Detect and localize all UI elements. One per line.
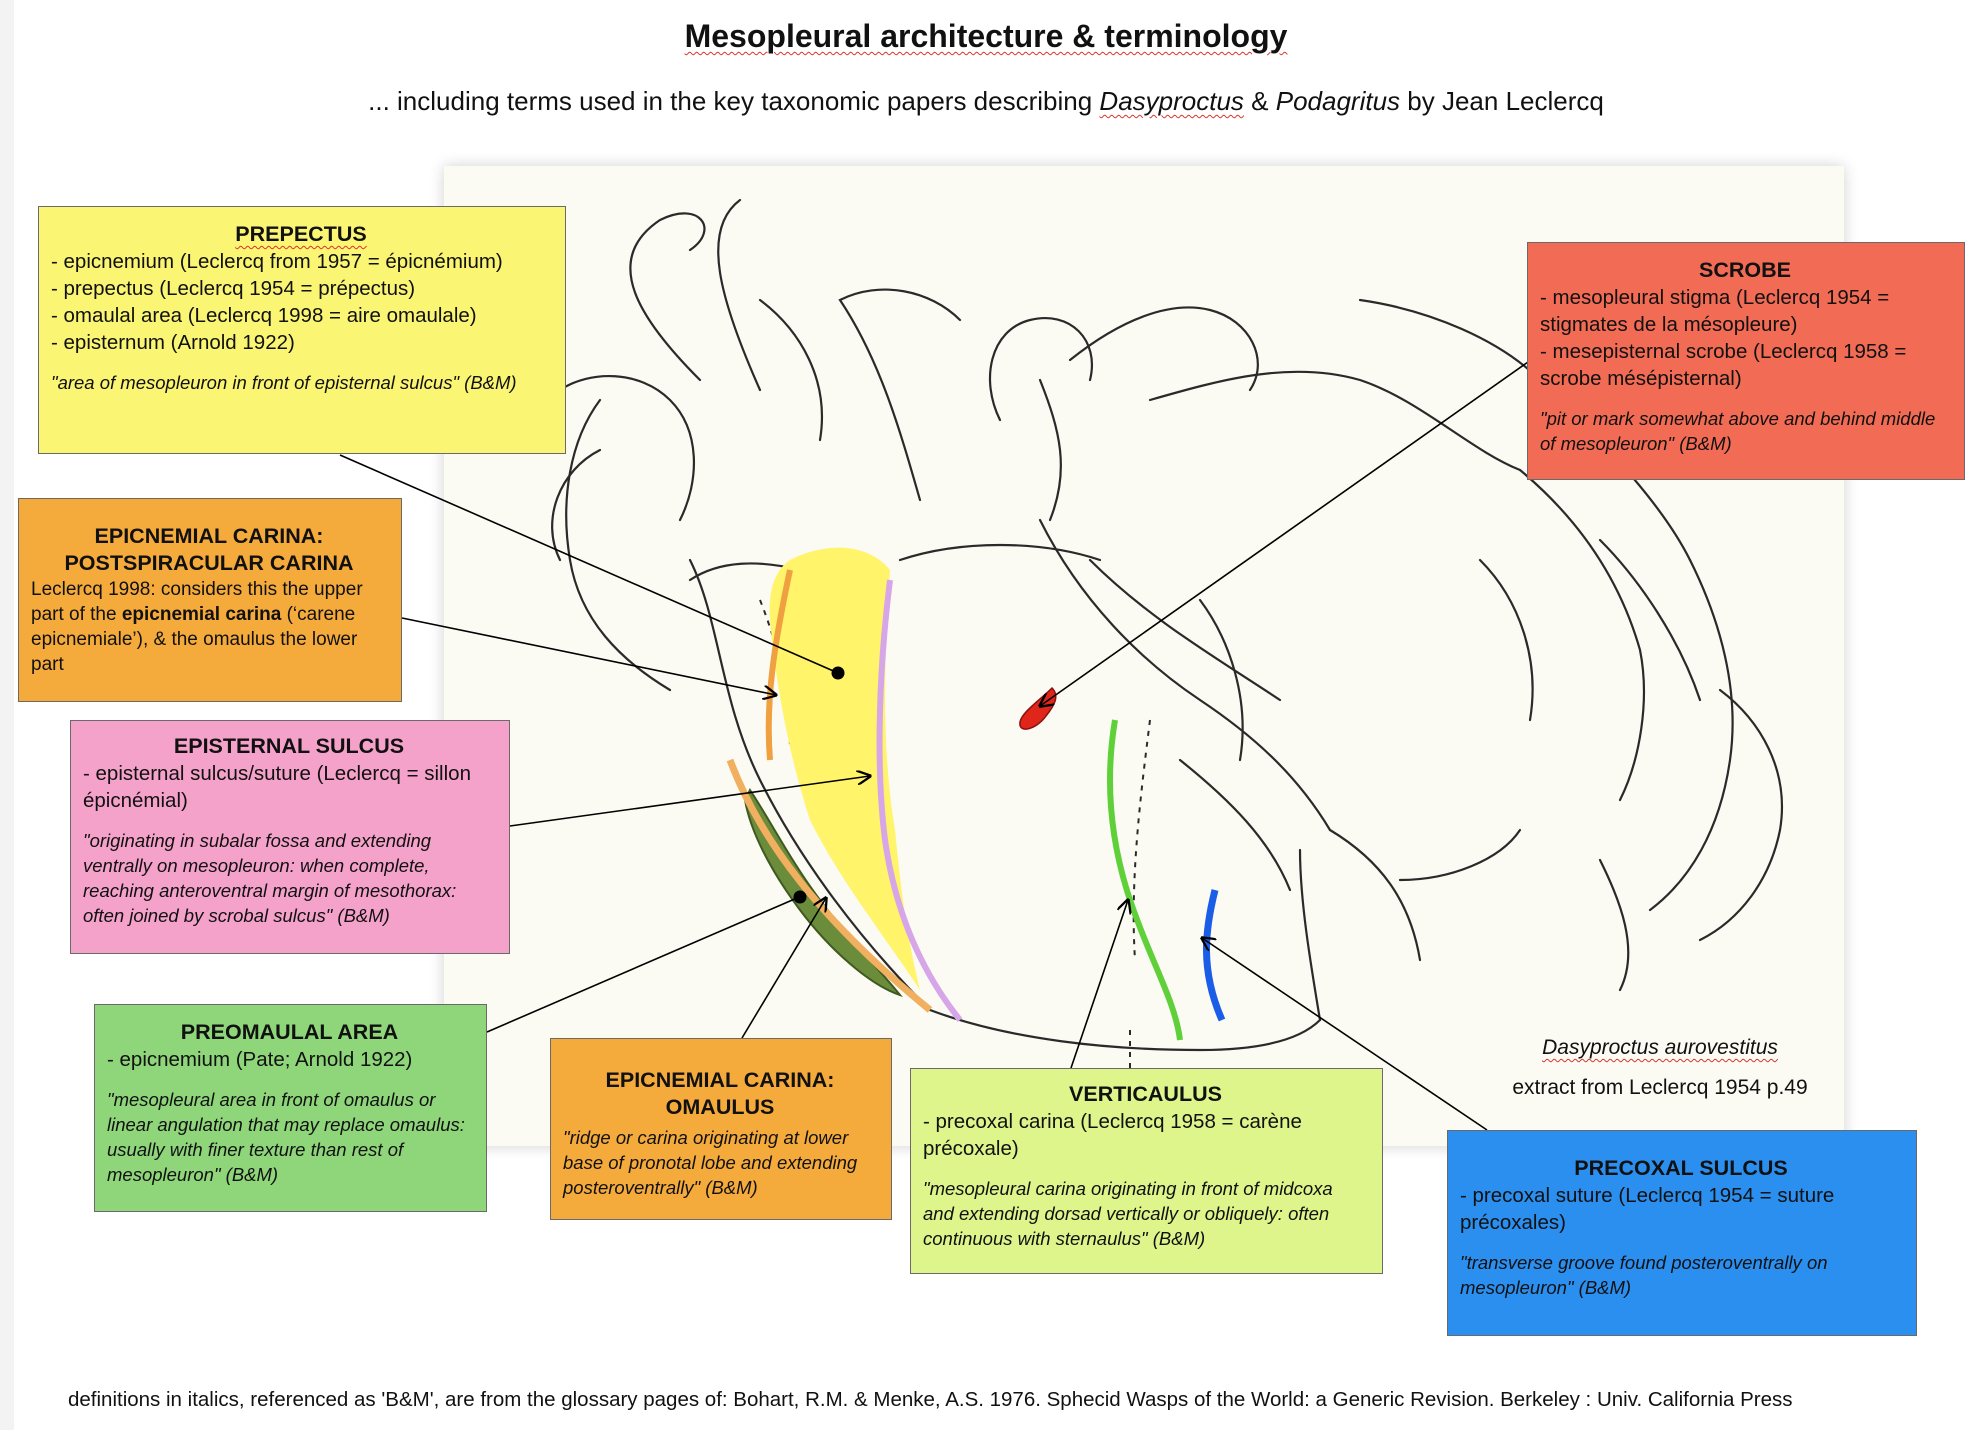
omaulus-title-2: OMAULUS xyxy=(665,1095,775,1119)
species-caption: Dasyproctus aurovestitus xyxy=(1542,1036,1778,1059)
footer-reference: definitions in italics, referenced as 'B… xyxy=(68,1388,1793,1411)
prepectus-yellow-region xyxy=(769,547,920,990)
leader-lines xyxy=(339,361,1529,1131)
preomaulal-green-region xyxy=(743,788,903,998)
precoxal-sulcus-box: PRECOXAL SULCUS - precoxal suture (Lecle… xyxy=(1447,1130,1917,1336)
left-margin-strip xyxy=(0,0,14,1430)
postspiracular-carina-line xyxy=(765,569,793,761)
postspiracular-title-2: POSTSPIRACULAR CARINA xyxy=(64,551,354,575)
scrobe-box: SCROBE - mesopleural stigma (Leclercq 19… xyxy=(1527,242,1965,480)
omaulus-leader xyxy=(741,898,826,1039)
genus-dasyproctus: Dasyproctus xyxy=(1099,86,1244,116)
precoxal-title: PRECOXAL SULCUS xyxy=(1574,1156,1788,1180)
postspiracular-title-1: EPICNEMIAL CARINA: xyxy=(94,524,324,548)
prepectus-term: - omaulal area (Leclercq 1998 = aire oma… xyxy=(51,304,477,327)
scrobe-term: - mesopleural stigma (Leclercq 1954 = st… xyxy=(1540,286,1890,336)
verticaulus-term: - precoxal carina (Leclercq 1958 = carèn… xyxy=(923,1110,1302,1160)
omaulus-box: EPICNEMIAL CARINA: OMAULUS "ridge or car… xyxy=(550,1038,892,1220)
episternal-leader xyxy=(509,776,870,827)
prepectus-term: - epicnemium (Leclercq from 1957 = épicn… xyxy=(51,250,503,273)
verticaulus-leader xyxy=(1070,900,1128,1069)
episternal-sulcus-line xyxy=(876,579,963,1022)
postspiracular-carina-box: EPICNEMIAL CARINA: POSTSPIRACULAR CARINA… xyxy=(18,498,402,702)
episternal-title: EPISTERNAL SULCUS xyxy=(173,734,405,758)
prepectus-dot xyxy=(831,666,845,680)
scrobe-red-mark xyxy=(1019,686,1057,730)
scrobe-leader xyxy=(1040,361,1529,706)
preomaulal-area-box: PREOMAULAL AREA - epicnemium (Pate; Arno… xyxy=(94,1004,487,1212)
prepectus-definition: "area of mesopleuron in front of epister… xyxy=(51,372,517,393)
genus-podagritus: Podagritus xyxy=(1275,86,1401,116)
prepectus-term: - prepectus (Leclercq 1954 = prépectus) xyxy=(51,277,416,300)
postspiracular-leader xyxy=(401,617,776,695)
prepectus-title: PREPECTUS xyxy=(235,222,367,246)
episternal-sulcus-box: EPISTERNAL SULCUS - episternal sulcus/su… xyxy=(70,720,510,954)
episternal-definition: "originating in subalar fossa and extend… xyxy=(83,830,457,926)
scrobe-term: - mesepisternal scrobe (Leclercq 1958 = … xyxy=(1540,340,1907,390)
precoxal-sulcus-blue-line xyxy=(1203,889,1226,1022)
thorax-line-drawing xyxy=(551,198,1784,1052)
page-title: Mesopleural architecture & terminology xyxy=(684,18,1288,54)
verticaulus-box: VERTICAULUS - precoxal carina (Leclercq … xyxy=(910,1068,1383,1274)
omaulus-definition: "ridge or carina originating at lower ba… xyxy=(563,1127,858,1198)
precoxal-term: - precoxal suture (Leclercq 1954 = sutur… xyxy=(1460,1184,1835,1234)
preomaulal-definition: "mesopleural area in front of omaulus or… xyxy=(107,1089,465,1185)
preomaulal-leader xyxy=(486,897,798,1033)
page-subtitle: ... including terms used in the key taxo… xyxy=(368,86,1604,116)
prepectus-leader xyxy=(339,454,839,674)
prepectus-box: PREPECTUS - epicnemium (Leclercq from 19… xyxy=(38,206,566,454)
omaulus-carina-line xyxy=(726,758,933,1013)
verticaulus-title: VERTICAULUS xyxy=(1069,1082,1222,1106)
verticaulus-definition: "mesopleural carina originating in front… xyxy=(923,1178,1333,1249)
precoxal-definition: "transverse groove found posteroventrall… xyxy=(1460,1252,1828,1298)
preomaulal-term: - epicnemium (Pate; Arnold 1922) xyxy=(107,1048,413,1071)
prepectus-term: - episternum (Arnold 1922) xyxy=(51,331,295,354)
preomaulal-title: PREOMAULAL AREA xyxy=(180,1020,399,1044)
scrobe-definition: "pit or mark somewhat above and behind m… xyxy=(1540,408,1936,454)
scrobe-title: SCROBE xyxy=(1699,258,1791,282)
omaulus-title-1: EPICNEMIAL CARINA: xyxy=(605,1068,835,1092)
postspiracular-text: Leclercq 1998: considers this the upper … xyxy=(31,579,363,675)
precoxal-leader xyxy=(1202,938,1488,1131)
episternal-term: - episternal sulcus/suture (Leclercq = s… xyxy=(83,762,471,812)
preomaulal-dot xyxy=(793,890,807,904)
source-caption: extract from Leclercq 1954 p.49 xyxy=(1512,1076,1808,1099)
